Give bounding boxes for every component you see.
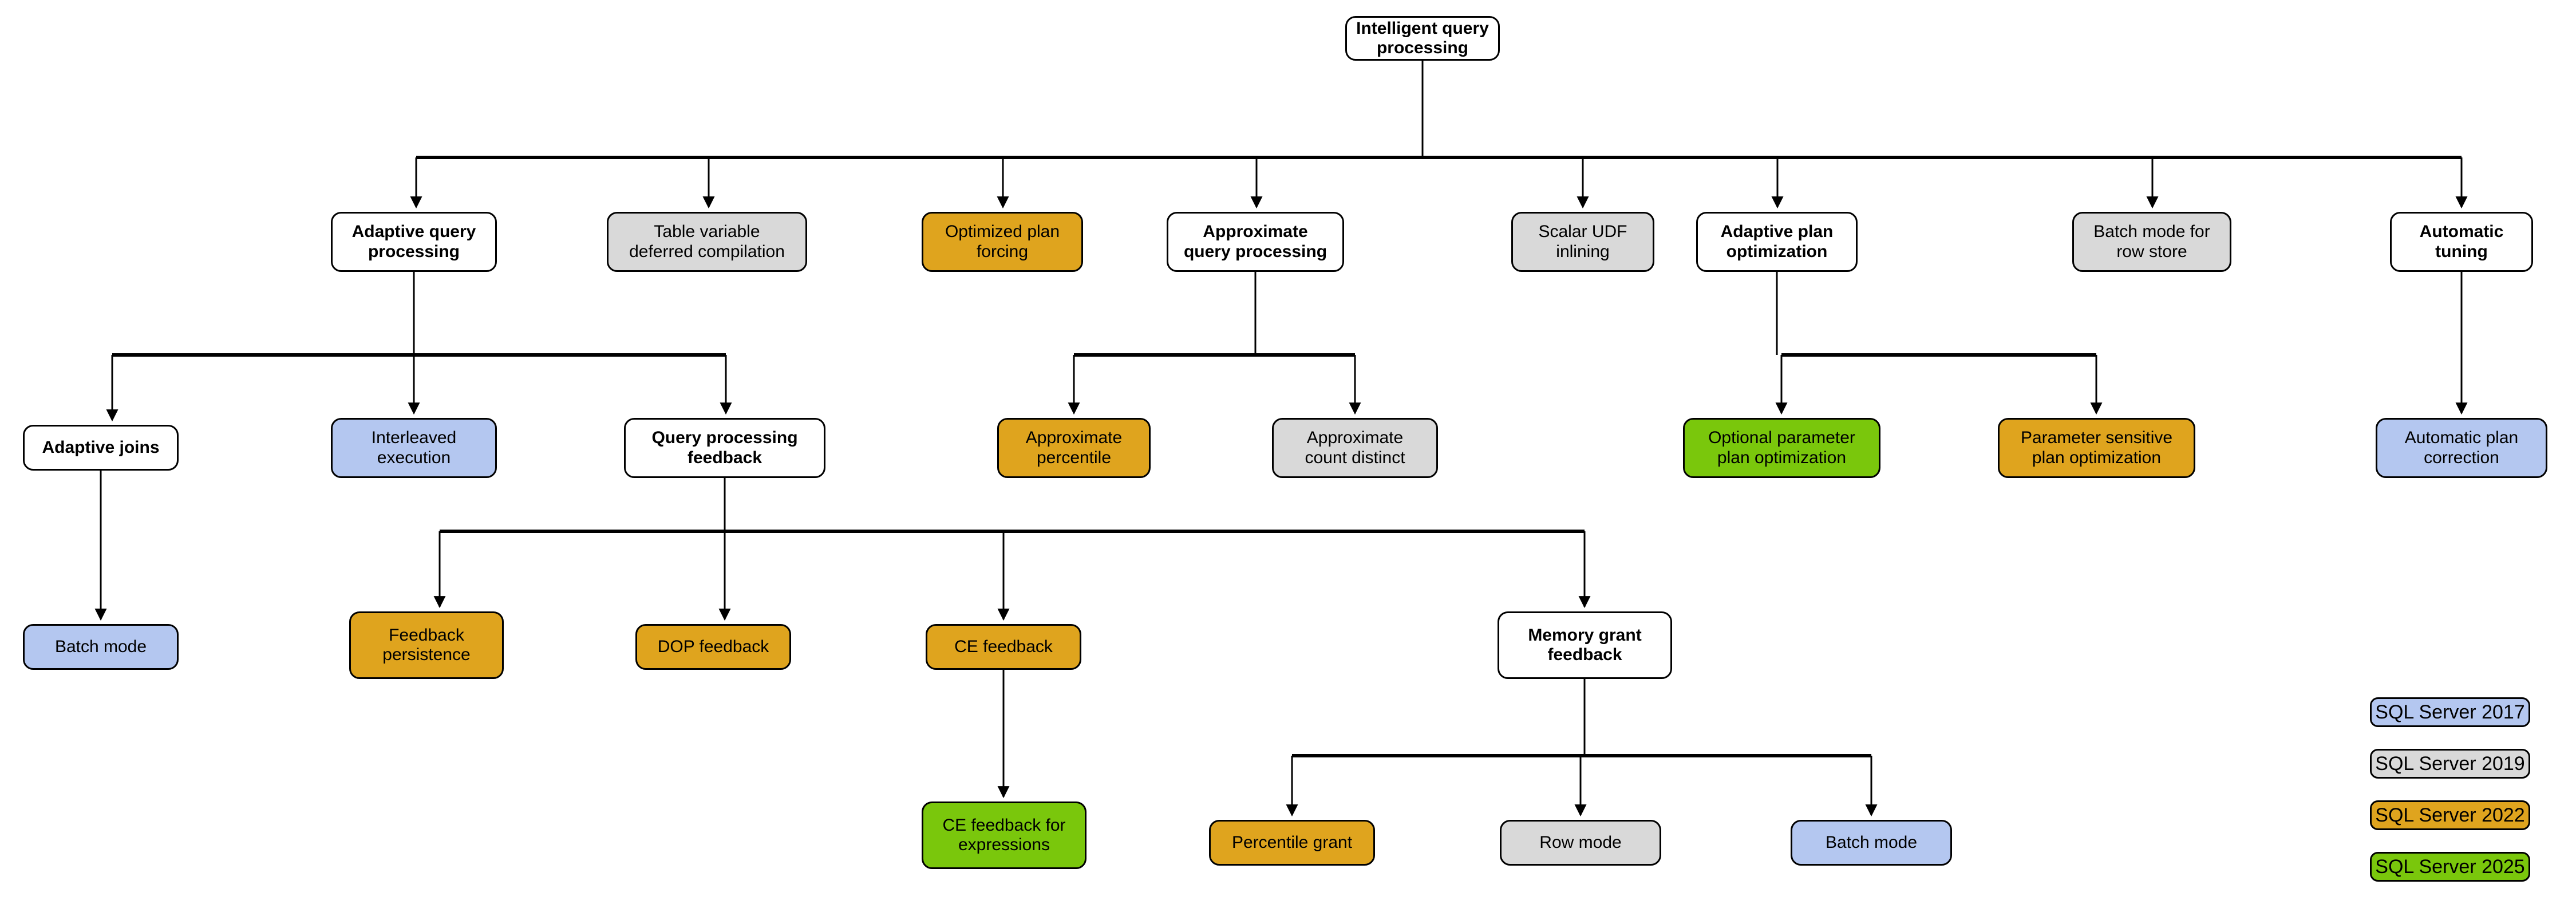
- node-interleaved[interactable]: Interleaved execution: [331, 418, 497, 478]
- node-apo[interactable]: Adaptive plan optimization: [1696, 212, 1858, 272]
- node-label-batchmode2: Batch mode: [1825, 832, 1918, 852]
- node-label-adaptivejoins: Adaptive joins: [42, 437, 160, 457]
- node-dopfeedback[interactable]: DOP feedback: [635, 624, 791, 670]
- node-batchmode2[interactable]: Batch mode: [1791, 820, 1952, 866]
- legend-item-sql-server-2025: SQL Server 2025: [2370, 852, 2530, 882]
- node-label-qpfeedback: Query processing feedback: [651, 428, 798, 467]
- node-label-approxqp: Approximate query processing: [1183, 222, 1327, 261]
- node-udf[interactable]: Scalar UDF inlining: [1511, 212, 1654, 272]
- node-label-batchmode1: Batch mode: [54, 637, 147, 656]
- node-approxqp[interactable]: Approximate query processing: [1167, 212, 1344, 272]
- node-label-udf: Scalar UDF inlining: [1538, 222, 1627, 261]
- node-label-memgrant: Memory grant feedback: [1528, 625, 1642, 665]
- node-opf[interactable]: Optimized plan forcing: [922, 212, 1083, 272]
- node-label-dopfeedback: DOP feedback: [657, 637, 769, 656]
- node-label-approxcount: Approximate count distinct: [1305, 428, 1405, 467]
- node-pspo[interactable]: Parameter sensitive plan optimization: [1998, 418, 2195, 478]
- node-label-pctgrant: Percentile grant: [1231, 832, 1353, 852]
- node-fbpersistence[interactable]: Feedback persistence: [349, 611, 504, 679]
- node-label-interleaved: Interleaved execution: [371, 428, 457, 467]
- node-apc[interactable]: Automatic plan correction: [2376, 418, 2547, 478]
- node-qpfeedback[interactable]: Query processing feedback: [624, 418, 825, 478]
- node-bmrs[interactable]: Batch mode for row store: [2072, 212, 2231, 272]
- node-rowmode[interactable]: Row mode: [1500, 820, 1661, 866]
- node-label-apc: Automatic plan correction: [2404, 428, 2519, 467]
- node-label-tvdc: Table variable deferred compilation: [629, 222, 785, 261]
- node-approxpct[interactable]: Approximate percentile: [997, 418, 1151, 478]
- node-aqp[interactable]: Adaptive query processing: [331, 212, 497, 272]
- node-label-aqp: Adaptive query processing: [351, 222, 476, 261]
- node-label-root: Intelligent query processing: [1356, 18, 1489, 58]
- node-label-apo: Adaptive plan optimization: [1720, 222, 1834, 261]
- node-label-oppo: Optional parameter plan optimization: [1708, 428, 1855, 467]
- node-label-cefeedback: CE feedback: [954, 637, 1053, 656]
- node-memgrant[interactable]: Memory grant feedback: [1498, 611, 1672, 679]
- node-label-pspo: Parameter sensitive plan optimization: [2020, 428, 2173, 467]
- node-label-rowmode: Row mode: [1539, 832, 1622, 852]
- legend-item-sql-server-2022: SQL Server 2022: [2370, 800, 2530, 830]
- node-autotune[interactable]: Automatic tuning: [2390, 212, 2533, 272]
- node-label-approxpct: Approximate percentile: [1025, 428, 1123, 467]
- legend-item-sql-server-2017: SQL Server 2017: [2370, 697, 2530, 727]
- node-label-fbpersistence: Feedback persistence: [382, 625, 471, 665]
- node-tvdc[interactable]: Table variable deferred compilation: [607, 212, 807, 272]
- legend-item-label: SQL Server 2022: [2375, 804, 2525, 826]
- node-label-bmrs: Batch mode for row store: [2093, 222, 2210, 261]
- node-ceexpr[interactable]: CE feedback for expressions: [922, 802, 1086, 869]
- node-adaptivejoins[interactable]: Adaptive joins: [23, 425, 179, 471]
- node-batchmode1[interactable]: Batch mode: [23, 624, 179, 670]
- node-label-opf: Optimized plan forcing: [945, 222, 1060, 261]
- legend-item-label: SQL Server 2017: [2375, 701, 2525, 723]
- node-root[interactable]: Intelligent query processing: [1345, 16, 1500, 61]
- node-label-autotune: Automatic tuning: [2419, 222, 2504, 261]
- node-cefeedback[interactable]: CE feedback: [926, 624, 1081, 670]
- node-pctgrant[interactable]: Percentile grant: [1209, 820, 1375, 866]
- legend-item-label: SQL Server 2019: [2375, 752, 2525, 775]
- node-label-ceexpr: CE feedback for expressions: [942, 815, 1066, 855]
- legend-item-sql-server-2019: SQL Server 2019: [2370, 749, 2530, 779]
- legend-item-label: SQL Server 2025: [2375, 855, 2525, 878]
- node-approxcount[interactable]: Approximate count distinct: [1272, 418, 1438, 478]
- node-oppo[interactable]: Optional parameter plan optimization: [1683, 418, 1880, 478]
